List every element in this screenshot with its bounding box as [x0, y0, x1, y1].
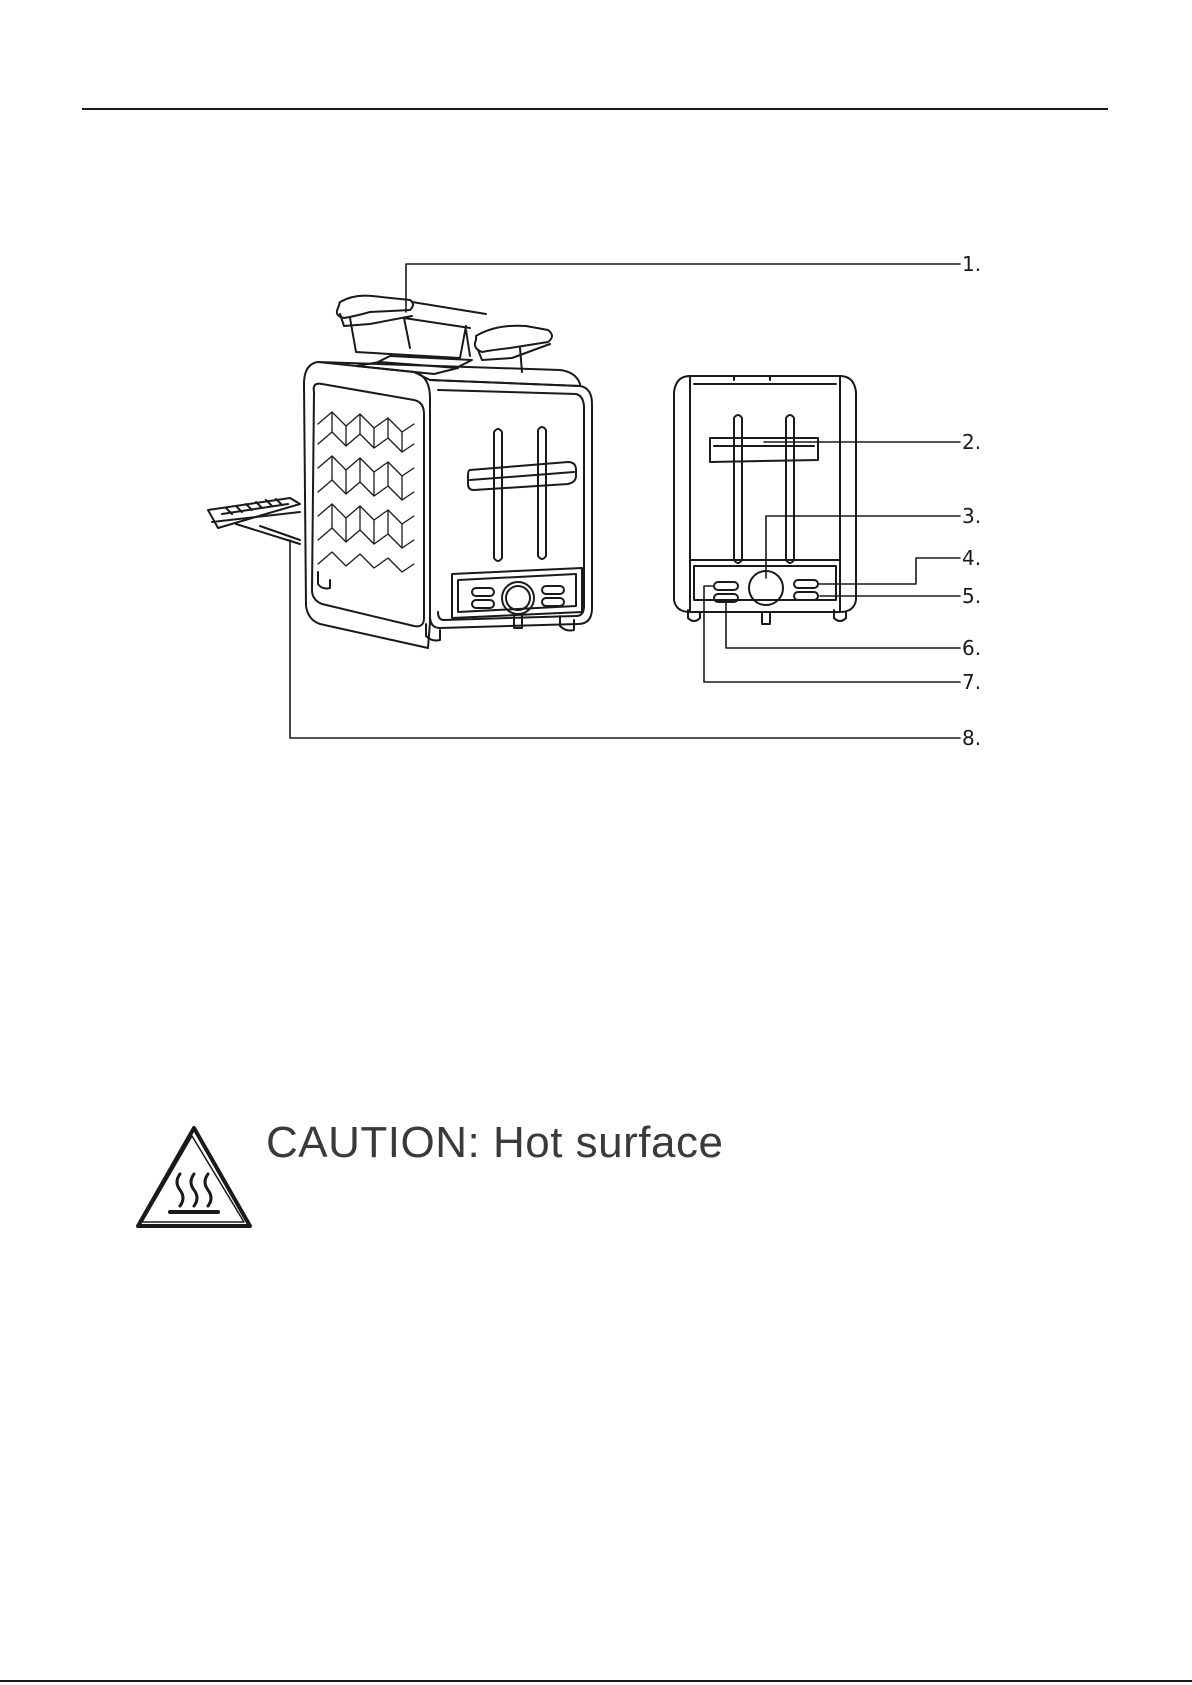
toaster-perspective-view: [208, 296, 592, 648]
callout-5: 5.: [962, 586, 981, 606]
callout-leaders: [290, 264, 960, 738]
footer-rule: [0, 1680, 1192, 1682]
callout-8: 8.: [962, 728, 981, 748]
crumb-tray: [208, 498, 300, 544]
callout-7: 7.: [962, 672, 981, 692]
caution-label: CAUTION: Hot surface: [266, 1118, 723, 1168]
lifting-rack: [337, 296, 552, 372]
callout-6: 6.: [962, 638, 981, 658]
callout-2: 2.: [962, 432, 981, 452]
callout-3: 3.: [962, 506, 981, 526]
callout-1: 1.: [962, 254, 981, 274]
geometric-pattern: [318, 412, 414, 572]
toaster-side-view: [674, 376, 856, 624]
hot-surface-warning-icon: [132, 1122, 256, 1236]
toaster-parts-diagram: [0, 0, 1192, 800]
callout-4: 4.: [962, 548, 981, 568]
